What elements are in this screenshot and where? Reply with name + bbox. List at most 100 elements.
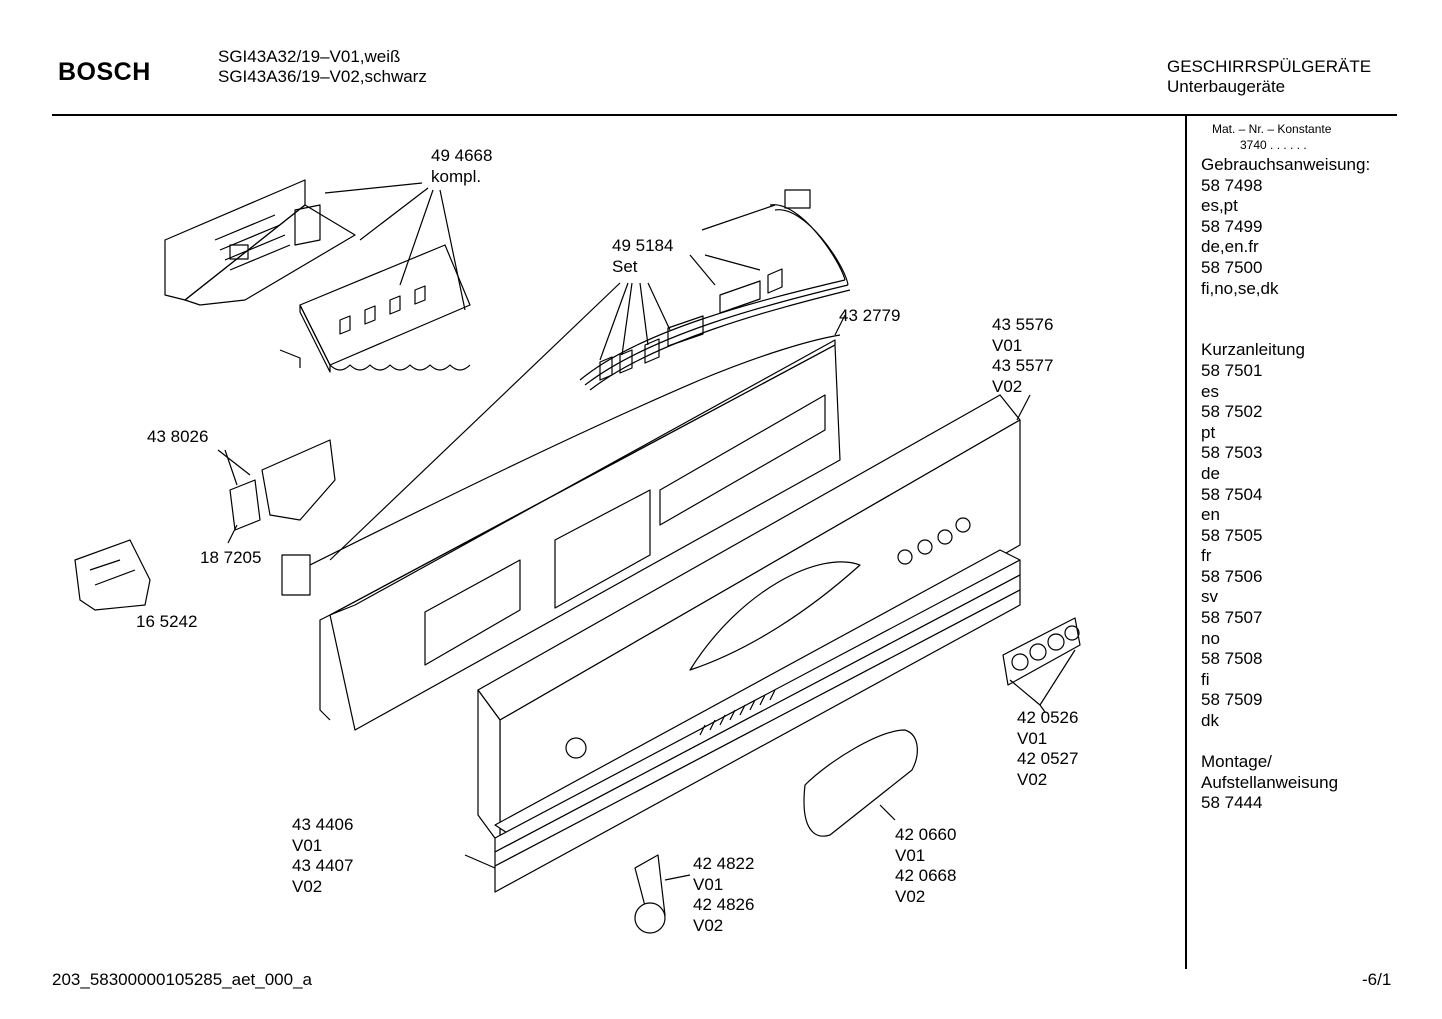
doc-line: fi (1201, 669, 1210, 689)
doc-spacer (1201, 299, 1370, 320)
part-variant: V01 (992, 335, 1023, 355)
leader-187205 (227, 524, 238, 544)
document-id: 203_58300000105285_aet_000_a (52, 970, 312, 989)
part-label-495184: 49 5184 Set (612, 236, 673, 277)
doc-line: fr (1201, 546, 1212, 566)
switch-component (217, 439, 336, 531)
part-variant: V02 (693, 915, 724, 935)
doc-line: Gebrauchsanweisung: (1201, 155, 1371, 174)
part-number: 16 5242 (136, 612, 198, 631)
part-variant: V01 (292, 835, 323, 855)
part-note: Set (612, 256, 638, 276)
page-number: -6/1 (1362, 970, 1392, 989)
leader-495184-long (329, 282, 621, 561)
mat-nr-value: 3740 . . . . . . (1240, 138, 1307, 152)
part-note: kompl. (431, 166, 482, 186)
model-line-2: SGI43A36/19–V02,schwarz (218, 67, 427, 86)
exploded-view-drawing (74, 179, 1081, 934)
part-variant: V02 (895, 886, 926, 906)
part-number: 43 8026 (147, 427, 209, 446)
header-divider (52, 114, 1397, 116)
doc-spacer (1201, 320, 1370, 341)
doc-line: 58 7501 (1201, 360, 1263, 380)
part-label-435576: 43 5576 V01 43 5577 V02 (992, 315, 1053, 397)
circuit-board (279, 244, 471, 373)
handle-cover (803, 729, 918, 837)
leader-495184 (599, 204, 776, 361)
part-variant: V02 (992, 376, 1023, 396)
mat-nr-label: Mat. – Nr. – Konstante (1212, 122, 1332, 136)
part-variant: V01 (895, 845, 926, 865)
doc-line: 58 7505 (1201, 525, 1263, 545)
part-number: 18 7205 (200, 548, 262, 567)
doc-line: 58 7508 (1201, 649, 1263, 669)
button-strip (494, 549, 1021, 893)
cable-harness (579, 189, 851, 391)
part-label-494668: 49 4668 kompl. (431, 146, 492, 187)
doc-line: de,en.fr (1201, 237, 1259, 257)
leader-494668 (324, 182, 466, 311)
fascia-panel (477, 394, 1021, 846)
doc-line: 58 7499 (1201, 216, 1263, 236)
part-label-420660: 42 0660 V01 42 0668 V02 (895, 825, 956, 907)
brand-logo: BOSCH (58, 58, 151, 86)
relay-component (74, 539, 151, 611)
doc-line: no (1201, 628, 1220, 648)
doc-line: 58 7498 (1201, 175, 1263, 195)
doc-line: dk (1201, 711, 1219, 731)
control-module-housing (164, 179, 356, 306)
part-label-438026: 43 8026 (147, 427, 208, 448)
part-number: 43 5576 (992, 315, 1054, 334)
part-variant: V02 (292, 876, 323, 896)
doc-line: 58 7503 (1201, 443, 1263, 463)
doc-line: es,pt (1201, 196, 1238, 216)
leader-432779 (834, 314, 846, 336)
part-label-434406: 43 4406 V01 43 4407 V02 (292, 815, 353, 897)
doc-line: en (1201, 505, 1220, 525)
part-number: 42 0527 (1017, 749, 1079, 769)
part-number: 49 5184 (612, 236, 674, 255)
part-variant: V02 (1017, 769, 1048, 789)
part-variant: V01 (693, 874, 724, 894)
part-label-165242: 16 5242 (136, 612, 197, 633)
part-number: 42 4822 (693, 854, 755, 873)
category-title: GESCHIRRSPÜLGERÄTE (1167, 57, 1372, 76)
doc-line: 58 7500 (1201, 257, 1263, 277)
doc-line: 58 7444 (1201, 793, 1263, 813)
doc-line: fi,no,se,dk (1201, 278, 1279, 298)
doc-line: 58 7509 (1201, 690, 1263, 710)
model-line-1: SGI43A32/19–V01,weiß (218, 47, 401, 66)
part-number: 42 0668 (895, 866, 957, 886)
part-number: 42 4826 (693, 895, 755, 915)
part-label-420526: 42 0526 V01 42 0527 V02 (1017, 708, 1078, 790)
button-set (1002, 617, 1081, 713)
doc-line: pt (1201, 422, 1216, 442)
part-number: 43 5577 (992, 356, 1054, 376)
doc-line: 58 7507 (1201, 608, 1263, 628)
part-number: 43 4407 (292, 856, 354, 876)
subcategory-title: Unterbaugeräte (1167, 77, 1286, 96)
doc-line: 58 7506 (1201, 566, 1263, 586)
knob-part (634, 854, 691, 934)
doc-line: sv (1201, 587, 1218, 607)
documentation-list: Gebrauchsanweisung: 58 7498 es,pt 58 749… (1201, 155, 1370, 814)
part-label-187205: 18 7205 (200, 548, 261, 569)
doc-line: es (1201, 381, 1219, 401)
part-label-432779: 43 2779 (839, 306, 900, 327)
doc-line: Montage/ (1201, 752, 1272, 772)
doc-line: 58 7502 (1201, 402, 1263, 422)
part-number: 42 0526 (1017, 708, 1079, 727)
leader-434406 (464, 854, 496, 869)
doc-line: 58 7504 (1201, 484, 1263, 504)
part-number: 42 0660 (895, 825, 957, 844)
part-number: 43 4406 (292, 815, 354, 834)
sidebar-divider (1185, 114, 1187, 969)
part-number: 49 4668 (431, 146, 493, 165)
doc-spacer (1201, 732, 1370, 753)
part-number: 43 2779 (839, 306, 901, 325)
doc-line: Kurzanleitung (1201, 340, 1305, 360)
doc-line: de (1201, 463, 1220, 483)
wire (289, 334, 841, 576)
doc-line: Aufstellanweisung (1201, 772, 1339, 792)
part-variant: V01 (1017, 728, 1048, 748)
